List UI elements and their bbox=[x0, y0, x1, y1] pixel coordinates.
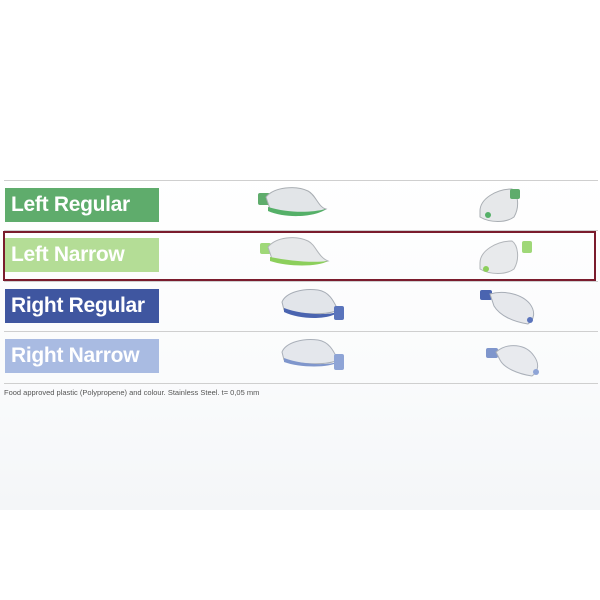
matrix-band-front-view-icon bbox=[479, 240, 532, 274]
divider-bottom bbox=[4, 383, 598, 384]
selected-row-highlight bbox=[3, 231, 596, 281]
matrix-band-front-view-icon bbox=[480, 290, 535, 325]
matrix-band-side-view-icon bbox=[258, 187, 328, 217]
label-left-narrow: Left Narrow bbox=[5, 238, 159, 272]
label-right-regular: Right Regular bbox=[5, 289, 159, 323]
divider-top bbox=[4, 180, 598, 181]
row-left-regular[interactable]: Left Regular bbox=[4, 181, 598, 231]
divider-2 bbox=[4, 281, 598, 282]
row-left-narrow[interactable]: Left Narrow bbox=[4, 231, 598, 281]
matrix-band-side-view-icon bbox=[281, 339, 344, 370]
divider-1 bbox=[4, 230, 598, 231]
divider-3 bbox=[4, 331, 598, 332]
matrix-band-front-view-icon bbox=[479, 188, 520, 222]
matrix-band-front-view-icon bbox=[486, 345, 539, 377]
row-right-regular[interactable]: Right Regular bbox=[4, 282, 598, 332]
matrix-band-side-view-icon bbox=[281, 289, 344, 320]
label-right-narrow: Right Narrow bbox=[5, 339, 159, 373]
row-right-narrow[interactable]: Right Narrow bbox=[4, 332, 598, 382]
matrix-band-side-view-icon bbox=[260, 237, 330, 266]
material-footnote: Food approved plastic (Polypropene) and … bbox=[4, 388, 260, 397]
label-left-regular: Left Regular bbox=[5, 188, 159, 222]
